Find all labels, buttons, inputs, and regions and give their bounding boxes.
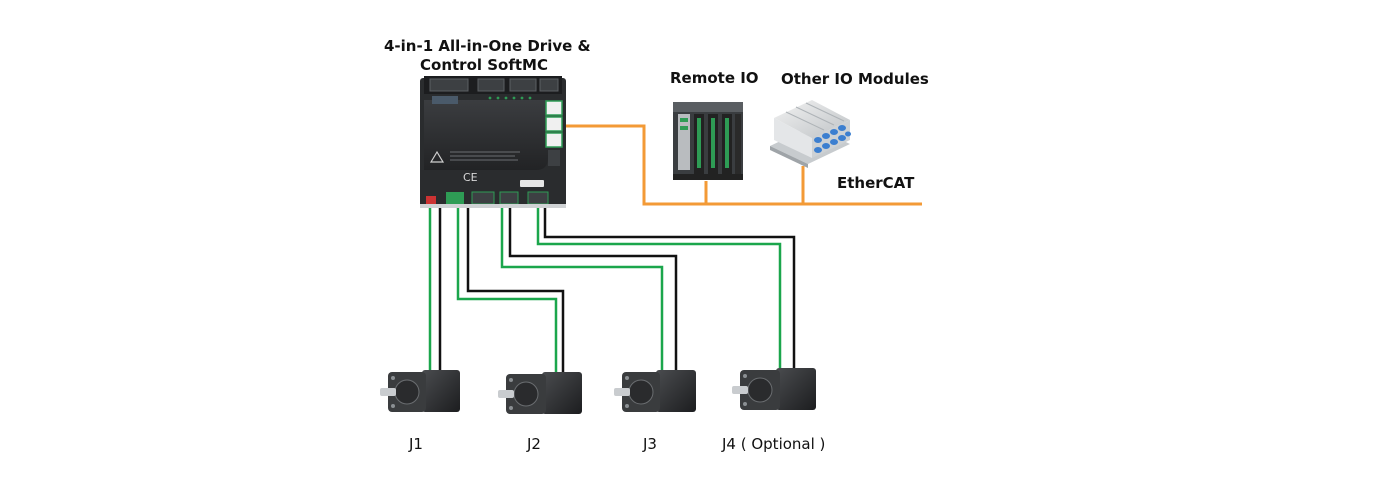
other-io-label: Other IO Modules	[781, 70, 929, 88]
cable-j4-black	[543, 200, 796, 368]
drive-title-line2: Control SoftMC	[420, 56, 548, 74]
motor-j4	[732, 368, 816, 410]
ethercat-bus	[563, 124, 922, 206]
motor-j1	[380, 370, 460, 412]
remote-io-module	[673, 102, 743, 180]
cable-j2-black	[466, 200, 565, 372]
cable-j2-green	[456, 200, 558, 372]
drive-title-line1: 4-in-1 All-in-One Drive &	[384, 37, 591, 55]
motor-j3	[614, 370, 696, 412]
cable-j4-green	[536, 200, 782, 368]
motor-label-j3: J3	[643, 435, 657, 453]
motor-j2	[498, 372, 582, 414]
softmc-drive: CE	[420, 76, 566, 208]
svg-text:CE: CE	[463, 171, 478, 184]
drive-title: 4-in-1 All-in-One Drive & Control SoftMC	[384, 37, 591, 75]
motor-label-j4: J4 ( Optional )	[722, 435, 826, 453]
ethercat-label: EtherCAT	[837, 174, 915, 192]
motor-label-j2: J2	[527, 435, 541, 453]
other-io-module	[770, 100, 851, 168]
motor-label-j1: J1	[409, 435, 423, 453]
cable-j3-green	[500, 200, 664, 370]
cable-j3-black	[508, 200, 678, 370]
remote-io-label: Remote IO	[670, 69, 759, 87]
motor-cables	[428, 200, 796, 372]
